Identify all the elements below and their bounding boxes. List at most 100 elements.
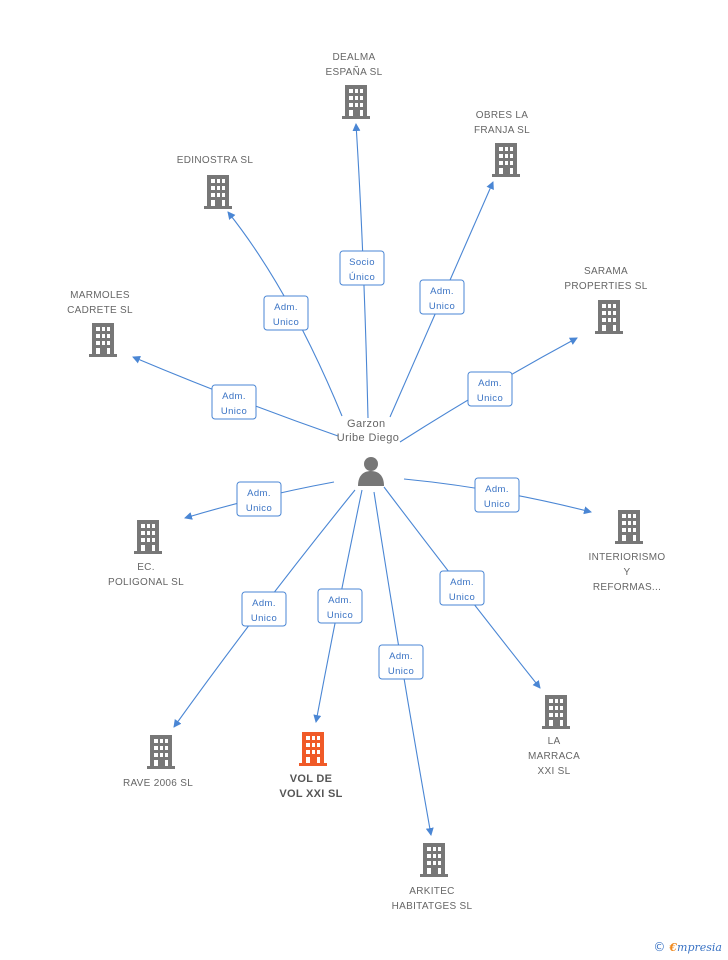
building-icon <box>542 695 570 729</box>
company-name-line: OBRES LA <box>476 110 528 121</box>
relation-badge-box <box>467 371 513 407</box>
company-name-line: INTERIORISMO <box>589 552 666 563</box>
relation-badge-box <box>378 644 424 680</box>
person-name: Garzon Uribe Diego <box>337 418 399 444</box>
relation-text: Único <box>349 272 375 283</box>
relation-text: Unico <box>429 301 455 312</box>
relation-badge-box <box>241 591 287 627</box>
relation-text: Adm. <box>430 286 454 297</box>
company-node-ec[interactable]: EC. POLIGONAL SL <box>108 520 184 588</box>
person-icon <box>358 457 384 486</box>
relation-badge-arkitec[interactable]: Adm. Unico <box>378 644 424 680</box>
company-name: VOL DE VOL XXI SL <box>279 773 342 800</box>
company-node-marmoles[interactable]: MARMOLES CADRETE SL <box>67 290 133 357</box>
relation-text: Unico <box>449 592 475 603</box>
relation-text: Adm. <box>485 484 509 495</box>
person-name-line: Uribe Diego <box>337 432 399 444</box>
company-name-line: LA <box>548 736 561 747</box>
company-name-line: ARKITEC <box>409 886 454 897</box>
relation-badge-box <box>474 477 520 513</box>
company-name-line: HABITATGES SL <box>392 901 473 912</box>
company-name-line: VOL XXI SL <box>279 788 342 800</box>
relation-text: Unico <box>327 610 353 621</box>
company-name-line: Y <box>624 567 631 578</box>
building-icon <box>204 175 232 209</box>
company-node-vol[interactable]: VOL DE VOL XXI SL <box>279 732 342 800</box>
company-node-rave[interactable]: RAVE 2006 SL <box>123 735 193 789</box>
relation-badge-marmoles[interactable]: Adm. Unico <box>211 384 257 420</box>
building-icon <box>299 732 327 766</box>
relation-badge-box <box>439 570 485 606</box>
company-node-laMarraca[interactable]: LA MARRACA XXI SL <box>528 695 580 777</box>
relation-badge-edinostra[interactable]: Adm. Unico <box>263 295 309 331</box>
company-node-edinostra[interactable]: EDINOSTRA SL <box>177 155 254 209</box>
relation-badge-sarama[interactable]: Adm.Unico <box>467 371 513 407</box>
relation-text: Socio <box>349 257 375 268</box>
building-icon <box>492 143 520 177</box>
company-node-arkitec[interactable]: ARKITEC HABITATGES SL <box>392 843 473 912</box>
company-name-line: XXI SL <box>538 766 571 777</box>
relation-badge-rave[interactable]: Adm. Unico <box>241 591 287 627</box>
relation-text: Unico <box>273 317 299 328</box>
company-node-interiorismo[interactable]: INTERIORISMO Y REFORMAS... <box>589 510 666 593</box>
company-name-line: EC. <box>137 562 155 573</box>
company-name-line: PROPERTIES SL <box>564 281 647 292</box>
relation-text: Adm. <box>247 488 271 499</box>
company-name: LA MARRACA XXI SL <box>528 736 580 777</box>
company-name: SARAMA PROPERTIES SL <box>564 266 647 292</box>
relation-badge-box <box>211 384 257 420</box>
relation-text: Unico <box>246 503 272 514</box>
relation-text: Adm. <box>222 391 246 402</box>
company-name-line: RAVE 2006 SL <box>123 778 193 789</box>
company-name-line: ESPAÑA SL <box>326 65 383 78</box>
relation-text: Adm. <box>252 598 276 609</box>
company-name: INTERIORISMO Y REFORMAS... <box>589 552 666 593</box>
company-name: EDINOSTRA SL <box>177 155 254 166</box>
person-node[interactable]: Garzon Uribe Diego <box>337 418 399 486</box>
relation-badge-obres[interactable]: Adm. Unico <box>419 279 465 315</box>
relation-badge-box <box>339 250 385 286</box>
relation-badge-box <box>236 481 282 517</box>
copyright-symbol: © <box>653 940 666 954</box>
company-name-line: VOL DE <box>290 773 333 785</box>
company-name-line: MARMOLES <box>70 290 130 301</box>
company-name-line: CADRETE SL <box>67 305 133 316</box>
brand-logo: €mpresia <box>669 941 722 954</box>
brand-name: mpresia <box>677 940 722 954</box>
building-icon <box>342 85 370 119</box>
relation-text: Unico <box>484 499 510 510</box>
footer-brand: © €mpresia <box>653 940 722 954</box>
relation-badge-laMarraca[interactable]: Adm. Unico <box>439 570 485 606</box>
building-icon <box>615 510 643 544</box>
relation-text: Unico <box>251 613 277 624</box>
building-icon <box>147 735 175 769</box>
relation-badge-interiorismo[interactable]: Adm. Unico <box>474 477 520 513</box>
company-node-sarama[interactable]: SARAMA PROPERTIES SL <box>564 266 647 334</box>
building-icon <box>89 323 117 357</box>
company-name: ARKITEC HABITATGES SL <box>392 886 473 912</box>
company-name: EC. POLIGONAL SL <box>108 562 184 588</box>
relation-text: Unico <box>477 393 503 404</box>
company-name-line: SARAMA <box>584 266 628 277</box>
relation-badge-ec[interactable]: Adm. Unico <box>236 481 282 517</box>
company-name-line: REFORMAS... <box>593 582 661 593</box>
relation-text: Adm. <box>389 651 413 662</box>
building-icon <box>420 843 448 877</box>
company-name-line: EDINOSTRA SL <box>177 155 254 166</box>
company-name: MARMOLES CADRETE SL <box>67 290 133 316</box>
company-name-line: MARRACA <box>528 751 580 762</box>
relation-text: Unico <box>221 406 247 417</box>
brand-initial: € <box>669 940 678 954</box>
relation-text: Adm. <box>450 577 474 588</box>
company-name-line: POLIGONAL SL <box>108 577 184 588</box>
relation-badge-vol[interactable]: Adm.Unico <box>317 588 363 624</box>
relation-text: Adm. <box>274 302 298 313</box>
relation-text: Unico <box>388 666 414 677</box>
building-icon <box>595 300 623 334</box>
